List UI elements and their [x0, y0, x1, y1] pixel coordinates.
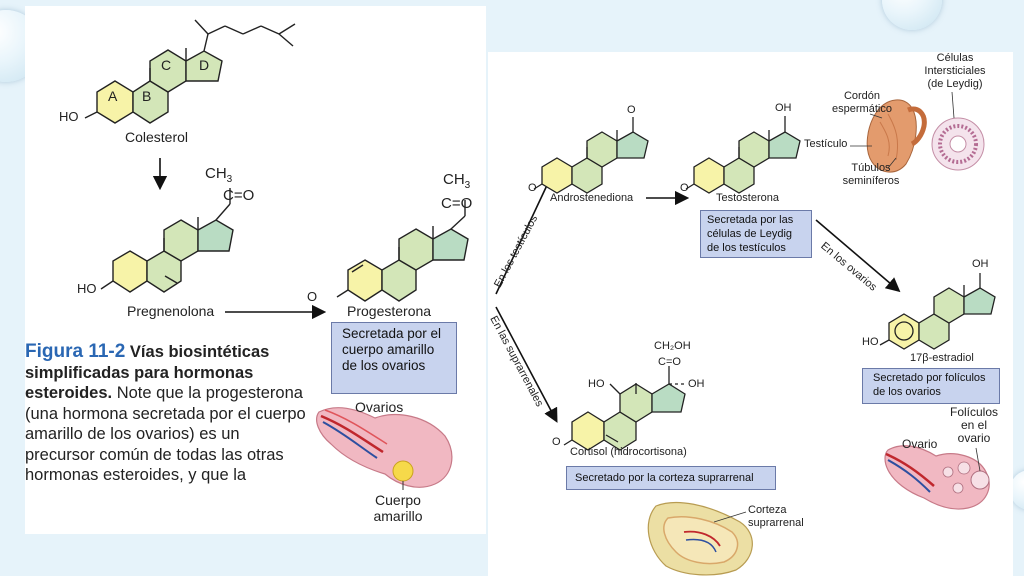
hydroxyl-label: HO [77, 281, 97, 296]
ring-label-c: C [161, 57, 172, 73]
methyl-text: CH [443, 171, 465, 188]
androstenedione-structure [533, 117, 649, 194]
arrow-to-estradiol [815, 219, 901, 293]
progesterone-structure [336, 200, 469, 302]
pointer-line [887, 157, 897, 169]
oxo-label: O [680, 182, 689, 194]
ketone-label: C=O [223, 187, 255, 204]
hydroxyl-label: HO [862, 336, 879, 348]
adrenal-illustration [647, 501, 753, 576]
ovary-follicles-illustration [884, 445, 990, 510]
right-structures [495, 91, 996, 576]
follicles-label: Folículos en el ovario [949, 405, 999, 445]
ring-d [185, 50, 223, 82]
cortisol-label: Cortisol (hidrocortisona) [570, 446, 687, 458]
estradiol-note: Secretado por folículos de los ovarios [862, 368, 1000, 404]
testis-label-tubules: Túbulos seminíferos [842, 162, 900, 187]
decorative-bubble [1010, 470, 1024, 510]
testosterone-structure [685, 116, 801, 194]
methyl-label: CH3 [205, 165, 233, 185]
testis-label-leydig: Células Intersticiales (de Leydig) [924, 52, 986, 90]
oxo-label: O [307, 289, 318, 304]
ring-label-d: D [199, 57, 210, 73]
progesterone-note: Secretada por el cuerpo amarillo de los … [331, 322, 457, 394]
leydig-cell-cross-section [931, 117, 985, 171]
pregnenolone-structure [100, 188, 234, 293]
right-panel: O O Androstenediona OH O Testosterona Se… [487, 52, 1013, 576]
methyl-subscript: 3 [464, 180, 471, 191]
hydroxyl-label: OH [972, 258, 989, 270]
ketone-label: C=O [658, 356, 681, 368]
figure-number: Figura 11-2 [25, 341, 126, 362]
left-panel: A B C D HO Colesterol CH3 C=O HO Pregnen… [25, 6, 486, 534]
cholesterol-label: Colesterol [125, 129, 189, 145]
androstenedione-label: Androstenediona [550, 192, 634, 204]
testosterone-note: Secretada por las células de Leydig de l… [700, 210, 812, 258]
hydroxyl-label: OH [775, 102, 792, 114]
figure-title: Vías biosintéticas simplificadas para ho… [25, 343, 270, 402]
hydroxyl-label: HO [588, 378, 605, 390]
oxo-label: O [528, 182, 537, 194]
methyl-subscript: 3 [226, 174, 233, 185]
testis-illustration [866, 99, 927, 173]
ovary-label: Ovario [902, 437, 938, 451]
oxo-label: O [552, 436, 561, 448]
cortisol-structure [563, 366, 686, 451]
ketone-label: C=O [441, 195, 473, 212]
left-structures [84, 19, 469, 490]
figure-caption: Figura 11-2 Vías biosintéticas simplific… [25, 341, 307, 486]
hydroxyl-label: OH [688, 378, 705, 390]
methyl-text: CH [205, 165, 227, 182]
arrow-to-androstenedione [495, 163, 558, 295]
estradiol-structure [879, 273, 996, 350]
estradiol-label: 17β-estradiol [910, 352, 974, 364]
cortisol-note: Secretado por la corteza suprarrenal [566, 466, 776, 490]
ovary-label: Ovarios [355, 399, 404, 415]
arrow-to-cortisol [495, 306, 558, 423]
oxo-label: O [627, 104, 636, 116]
cholesterol-structure [84, 19, 296, 124]
decorative-bubble [882, 0, 942, 30]
figure-description: Note que la progesterona (una hormona se… [25, 384, 306, 484]
testis-label-cord: Cordón espermático [832, 90, 892, 115]
adrenal-cortex-label: Corteza suprarrenal [748, 504, 804, 529]
testis-label-testis: Testículo [804, 138, 848, 150]
pointer-line [869, 113, 883, 119]
testosterone-label: Testosterona [716, 192, 779, 204]
hydroxyl-label: HO [59, 109, 79, 124]
ring-label-a: A [108, 88, 118, 104]
ring-label-b: B [142, 88, 152, 104]
methyl-label: CH3 [443, 171, 471, 191]
corpus-luteum [392, 460, 414, 482]
progesterone-label: Progesterona [347, 303, 432, 319]
corpus-luteum-label: Cuerpo amarillo [373, 492, 423, 524]
ovary-illustration [316, 407, 453, 490]
pointer-line [951, 91, 955, 119]
hydroxymethyl-label: CH₂OH [654, 340, 691, 352]
pregnenolone-label: Pregnenolona [127, 303, 215, 319]
